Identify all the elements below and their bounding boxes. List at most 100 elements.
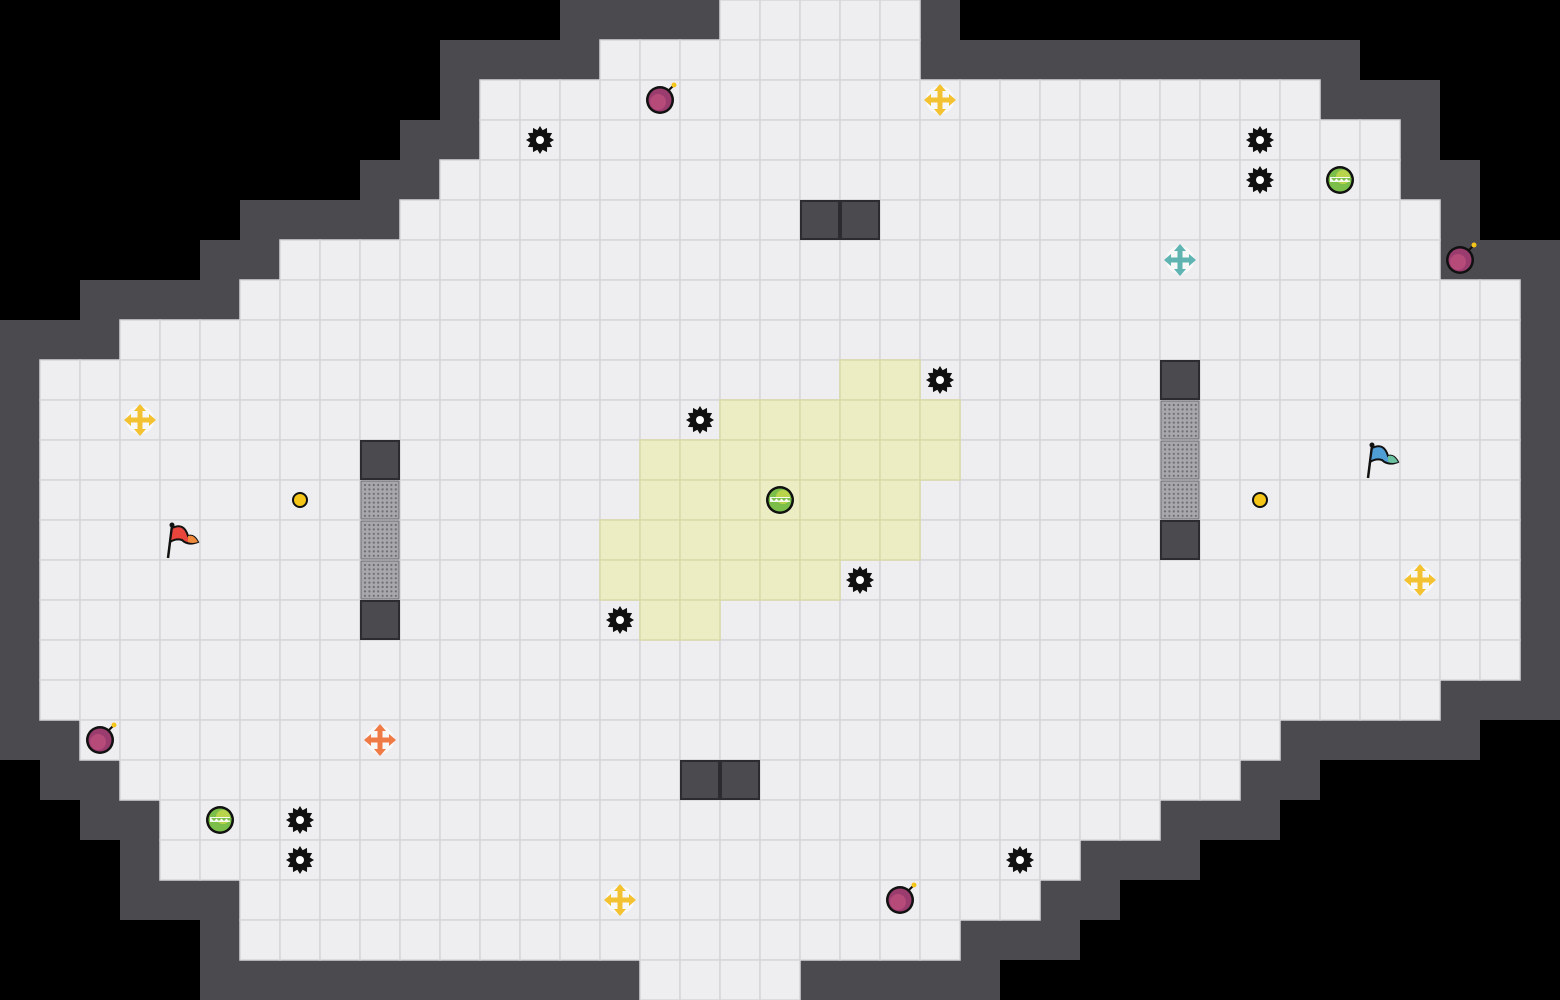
floor-tile[interactable]	[759, 839, 801, 881]
floor-tile[interactable]	[599, 199, 641, 241]
floor-tile[interactable]	[759, 759, 801, 801]
floor-tile[interactable]	[1079, 79, 1121, 121]
floor-tile[interactable]	[1279, 639, 1321, 681]
floor-tile[interactable]	[1039, 439, 1081, 481]
floor-tile[interactable]	[599, 399, 641, 441]
floor-tile[interactable]	[759, 639, 801, 681]
floor-tile[interactable]	[1479, 279, 1521, 321]
floor-tile[interactable]	[1039, 239, 1081, 281]
floor-tile[interactable]	[759, 359, 801, 401]
floor-tile[interactable]	[599, 719, 641, 761]
floor-tile[interactable]	[1439, 639, 1481, 681]
floor-tile[interactable]	[239, 719, 281, 761]
floor-tile[interactable]	[319, 559, 361, 601]
floor-tile[interactable]	[559, 159, 601, 201]
floor-tile[interactable]	[1359, 159, 1401, 201]
floor-tile[interactable]	[479, 119, 521, 161]
floor-tile[interactable]	[879, 119, 921, 161]
floor-tile[interactable]	[279, 239, 321, 281]
floor-tile[interactable]	[239, 519, 281, 561]
floor-tile[interactable]	[239, 319, 281, 361]
floor-tile[interactable]	[399, 399, 441, 441]
floor-tile[interactable]	[199, 439, 241, 481]
floor-tile[interactable]	[1239, 559, 1281, 601]
floor-tile[interactable]	[999, 639, 1041, 681]
floor-tile[interactable]	[519, 839, 561, 881]
floor-tile[interactable]	[479, 759, 521, 801]
floor-tile[interactable]	[559, 839, 601, 881]
floor-tile[interactable]	[919, 599, 961, 641]
floor-tile[interactable]	[1399, 639, 1441, 681]
floor-tile[interactable]	[479, 359, 521, 401]
floor-tile[interactable]	[719, 79, 761, 121]
floor-tile[interactable]	[719, 959, 761, 1000]
floor-tile[interactable]	[159, 639, 201, 681]
floor-tile[interactable]	[799, 159, 841, 201]
floor-tile[interactable]	[439, 919, 481, 961]
floor-tile[interactable]	[1319, 279, 1361, 321]
floor-tile[interactable]	[279, 279, 321, 321]
floor-tile[interactable]	[359, 239, 401, 281]
floor-tile[interactable]	[839, 0, 881, 41]
floor-tile[interactable]	[1279, 479, 1321, 521]
floor-tile[interactable]	[159, 719, 201, 761]
floor-tile[interactable]	[719, 119, 761, 161]
floor-tile[interactable]	[559, 639, 601, 681]
floor-tile[interactable]	[159, 359, 201, 401]
floor-tile[interactable]	[879, 679, 921, 721]
floor-tile[interactable]	[1199, 199, 1241, 241]
floor-tile[interactable]	[719, 359, 761, 401]
floor-tile[interactable]	[719, 199, 761, 241]
floor-tile[interactable]	[479, 919, 521, 961]
floor-tile[interactable]	[999, 119, 1041, 161]
floor-tile[interactable]	[879, 799, 921, 841]
floor-tile[interactable]	[79, 479, 121, 521]
blue-team-flag-icon[interactable]	[1366, 442, 1400, 479]
floor-tile[interactable]	[359, 639, 401, 681]
floor-tile[interactable]	[559, 559, 601, 601]
floor-tile[interactable]	[1199, 679, 1241, 721]
floor-tile[interactable]	[999, 759, 1041, 801]
floor-tile[interactable]	[519, 79, 561, 121]
floor-tile[interactable]	[839, 639, 881, 681]
floor-tile[interactable]	[199, 399, 241, 441]
floor-tile[interactable]	[719, 639, 761, 681]
floor-tile[interactable]	[159, 479, 201, 521]
floor-tile[interactable]	[719, 239, 761, 281]
floor-tile[interactable]	[479, 839, 521, 881]
floor-tile[interactable]	[999, 599, 1041, 641]
floor-tile[interactable]	[1279, 319, 1321, 361]
floor-tile[interactable]	[959, 479, 1001, 521]
floor-tile[interactable]	[79, 679, 121, 721]
floor-tile[interactable]	[319, 399, 361, 441]
floor-tile[interactable]	[79, 599, 121, 641]
floor-tile[interactable]	[239, 399, 281, 441]
floor-tile[interactable]	[1439, 439, 1481, 481]
floor-tile[interactable]	[1039, 639, 1081, 681]
floor-tile[interactable]	[839, 39, 881, 81]
floor-tile[interactable]	[1079, 239, 1121, 281]
floor-tile[interactable]	[559, 359, 601, 401]
floor-tile[interactable]	[759, 879, 801, 921]
floor-tile[interactable]	[479, 599, 521, 641]
floor-tile[interactable]	[239, 479, 281, 521]
floor-tile[interactable]	[639, 239, 681, 281]
floor-tile[interactable]	[559, 519, 601, 561]
floor-tile[interactable]	[1439, 319, 1481, 361]
floor-tile[interactable]	[1159, 559, 1201, 601]
floor-tile[interactable]	[679, 279, 721, 321]
floor-tile[interactable]	[1399, 439, 1441, 481]
floor-tile[interactable]	[479, 479, 521, 521]
floor-tile[interactable]	[1119, 759, 1161, 801]
floor-tile[interactable]	[159, 799, 201, 841]
floor-tile[interactable]	[159, 439, 201, 481]
floor-tile[interactable]	[399, 839, 441, 881]
floor-tile[interactable]	[1439, 479, 1481, 521]
floor-tile[interactable]	[1319, 639, 1361, 681]
floor-tile[interactable]	[279, 599, 321, 641]
floor-tile[interactable]	[1159, 599, 1201, 641]
floor-tile[interactable]	[1079, 799, 1121, 841]
floor-tile[interactable]	[1119, 239, 1161, 281]
floor-tile[interactable]	[759, 719, 801, 761]
floor-tile[interactable]	[1039, 759, 1081, 801]
